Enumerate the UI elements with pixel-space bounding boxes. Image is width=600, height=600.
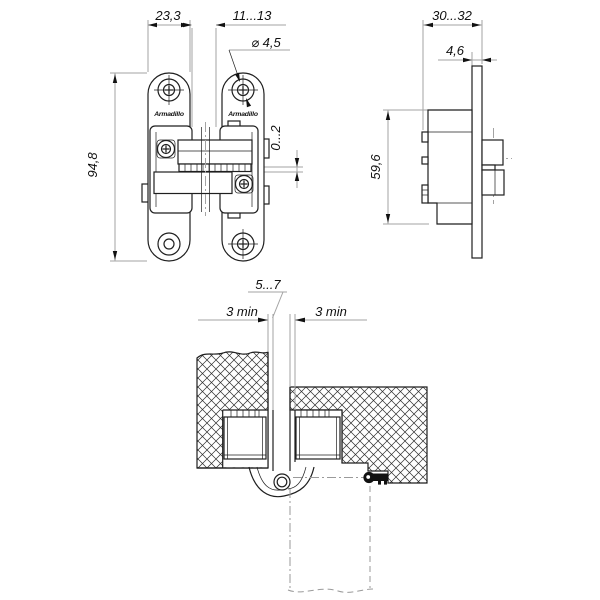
dim-frame-margin-label: 3 min [315,304,347,319]
dim-vertical-adjustment-label: 0...2 [268,125,283,151]
open-door-phantom [287,477,374,593]
side-view: 30...32 4,6 59,6 [368,8,512,259]
installation-section: 5...7 3 min 3 min [196,277,428,593]
dim-hole-diameter: ⌀ 4,5 [234,35,282,108]
brand-logo-right: Armadillo [227,111,258,118]
front-view: Armadillo Armadillo [85,8,303,262]
dim-flange-thickness-label: 4,6 [446,43,465,58]
dim-door-margin: 3 min [198,304,268,323]
dim-door-frame-gap: 5...7 [248,277,287,319]
pivot-knuckle [248,466,315,498]
frame-hinge-box [295,409,341,460]
dim-body-height: 59,6 [368,111,391,223]
gap-lines [267,314,296,471]
dim-mortise-depth-label: 30...32 [432,8,473,23]
dim-door-gap-label: 11...13 [233,8,273,23]
pivot-pin [273,473,291,491]
dim-hole-diameter-label: ⌀ 4,5 [251,35,281,50]
adjustment-screw-upper [156,139,176,159]
adjustment-screw-lower [234,174,254,194]
dim-hinge-height-label: 94,8 [85,152,100,178]
dim-flange-thickness: 4,6 [446,43,491,63]
knuckle-side [481,139,505,196]
dim-frame-margin: 3 min [295,304,367,323]
screw-top-left [154,75,184,105]
dim-door-margin-label: 3 min [226,304,258,319]
screw-bottom-right [228,229,258,259]
screw-top-right [228,75,258,105]
dim-body-height-label: 59,6 [368,154,383,180]
dim-vertical-adjustment: 0...2 [268,125,300,181]
mechanism-lower-bar [153,171,233,195]
hinge-mechanism [149,120,259,219]
key-icon [363,471,389,485]
dim-door-gap: 11...13 [183,8,273,28]
dim-mortise-depth: 30...32 [424,8,481,28]
door-hinge-box [223,409,267,460]
body-clips-side [421,131,429,204]
brand-logo-left: Armadillo [153,111,184,118]
dim-plate-width-label: 23,3 [154,8,181,23]
dim-hinge-height: 94,8 [85,74,118,260]
screw-bottom-left [157,232,181,256]
mechanism-upper-bar [177,139,253,165]
mounting-flange [471,65,483,259]
dim-door-frame-gap-label: 5...7 [255,277,281,292]
hinge-body-side [427,109,473,225]
